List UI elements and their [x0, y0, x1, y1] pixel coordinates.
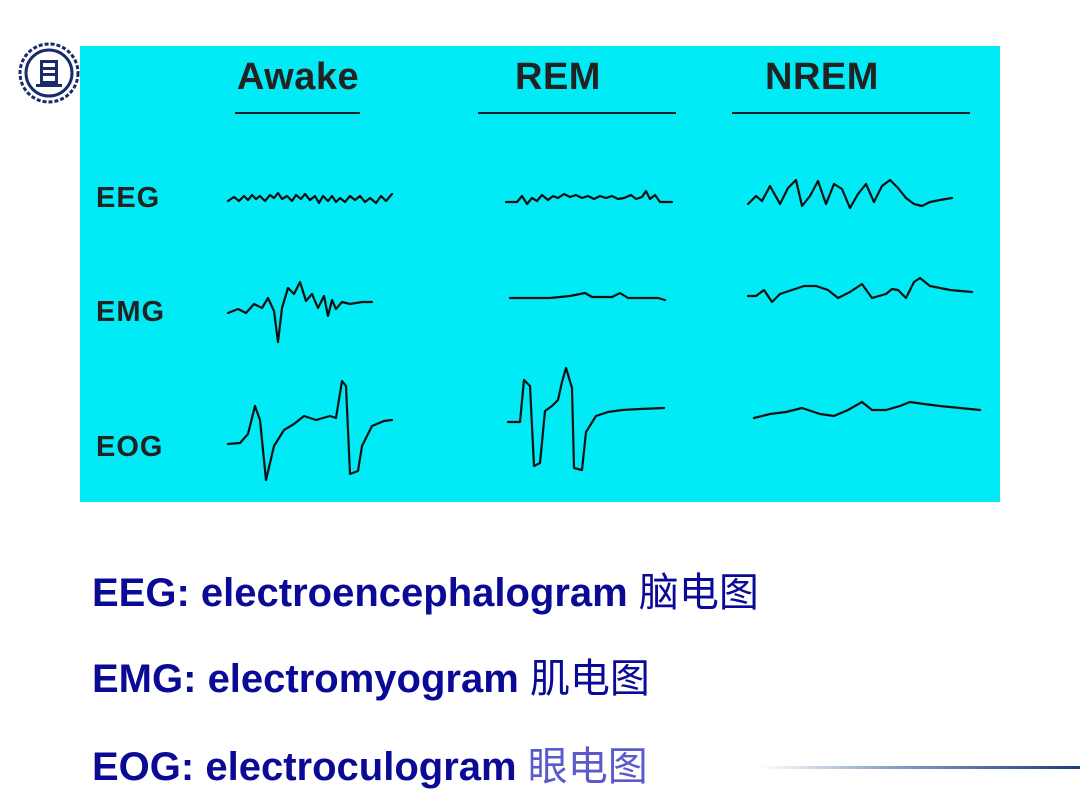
- definition-eeg: EEG: electroencephalogram 脑电图: [92, 560, 759, 618]
- definition-abbr: EMG:: [92, 657, 197, 701]
- definition-chinese: 脑电图: [638, 570, 759, 616]
- definition-eog: EOG: electroculogram 眼电图: [92, 734, 648, 792]
- column-header-awake: Awake: [236, 56, 360, 98]
- definition-term: electroculogram: [205, 745, 517, 789]
- trace-eog-awake: [226, 379, 394, 482]
- trace-eog-nrem: [752, 400, 982, 420]
- university-seal-icon: [18, 42, 80, 104]
- trace-eog-rem: [506, 366, 666, 472]
- column-header-rem: REM: [515, 56, 601, 98]
- trace-emg-rem: [508, 291, 667, 302]
- column-underline-nrem: [732, 112, 970, 114]
- trace-emg-awake: [226, 280, 374, 344]
- definition-chinese: 肌电图: [529, 656, 650, 702]
- definition-abbr: EOG:: [92, 745, 195, 789]
- definition-chinese: 眼电图: [527, 744, 648, 790]
- definition-abbr: EEG:: [92, 571, 190, 615]
- row-label-eeg: EEG: [96, 182, 161, 214]
- row-label-emg: EMG: [96, 296, 166, 328]
- sleep-stage-figure: Awake REM NREM EEG EMG EOG: [80, 46, 1000, 502]
- waveform-traces: [226, 178, 982, 482]
- trace-eeg-nrem: [746, 178, 954, 210]
- trace-eeg-awake: [226, 191, 394, 205]
- footer-divider: [760, 766, 1080, 769]
- column-header-nrem: NREM: [765, 56, 879, 98]
- definition-term: electroencephalogram: [200, 571, 628, 615]
- trace-emg-nrem: [746, 276, 974, 304]
- column-underline-rem: [478, 112, 676, 114]
- definition-emg: EMG: electromyogram 肌电图: [92, 646, 650, 704]
- column-underline-awake: [235, 112, 360, 114]
- trace-eeg-rem: [504, 189, 674, 206]
- row-label-eog: EOG: [96, 431, 164, 463]
- definition-term: electromyogram: [207, 657, 519, 701]
